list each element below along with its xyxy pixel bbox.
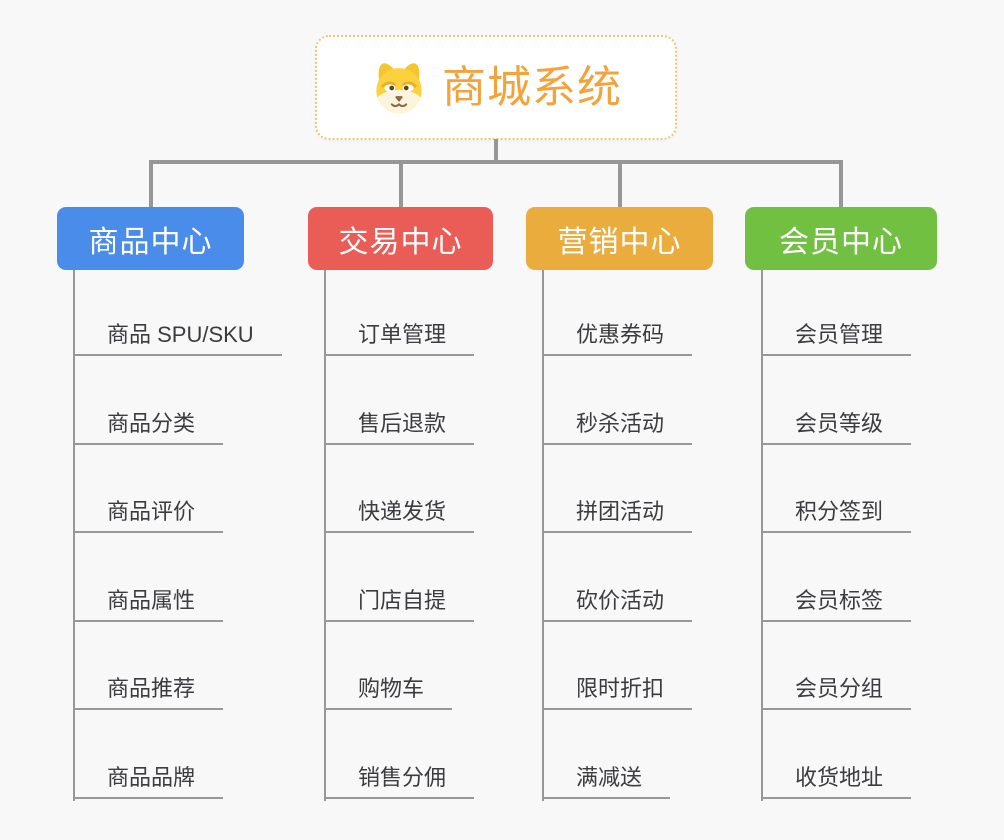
branch-item: 限时折扣	[542, 674, 693, 711]
branch-item-label[interactable]: 商品分类	[73, 409, 224, 445]
branch-column: 商品中心 商品 SPU/SKU 商品分类商品评价商品属性商品推荐商品品牌	[57, 160, 282, 807]
branch-item-label[interactable]: 订单管理	[324, 320, 475, 356]
branch-item-label[interactable]: 商品品牌	[73, 763, 224, 799]
branch-header[interactable]: 会员中心	[745, 207, 937, 270]
branch-header[interactable]: 营销中心	[526, 207, 713, 270]
branch-header[interactable]: 交易中心	[308, 207, 493, 270]
branch-item-label[interactable]: 商品 SPU/SKU	[73, 320, 282, 356]
root-title: 商城系统	[442, 62, 622, 112]
branch-item: 会员标签	[761, 586, 912, 622]
branch-item-label[interactable]: 收货地址	[761, 763, 912, 799]
branch-item-label[interactable]: 商品属性	[73, 586, 224, 622]
branch-item-label[interactable]: 购物车	[324, 674, 453, 711]
branch-item-label[interactable]: 秒杀活动	[542, 409, 693, 445]
branch-item-label[interactable]: 会员分组	[761, 674, 912, 711]
branch-item-label[interactable]: 会员等级	[761, 409, 912, 445]
branch-column: 交易中心 订单管理售后退款快递发货门店自提购物车销售分佣	[308, 160, 493, 807]
branch-item-label[interactable]: 会员管理	[761, 320, 912, 356]
branch-item-label[interactable]: 门店自提	[324, 586, 475, 622]
branch-item: 满减送	[542, 763, 671, 799]
branch-item-label[interactable]: 优惠券码	[542, 320, 693, 356]
branch-item-label[interactable]: 快递发货	[324, 497, 475, 534]
branch-item: 商品分类	[73, 409, 224, 445]
branch-item: 商品 SPU/SKU	[73, 320, 282, 356]
branch-trunk-line	[761, 270, 763, 801]
branch-item-label[interactable]: 售后退款	[324, 409, 475, 445]
branch-item: 商品评价	[73, 497, 224, 534]
branch-item: 会员管理	[761, 320, 912, 356]
branch-item: 拼团活动	[542, 497, 693, 534]
branch-trunk-line	[542, 270, 544, 801]
branch-header[interactable]: 商品中心	[57, 207, 244, 270]
branch-item-label[interactable]: 商品推荐	[73, 674, 224, 711]
branch-label: 会员中心	[779, 225, 903, 259]
branch-column: 营销中心 优惠券码秒杀活动拼团活动砍价活动限时折扣满减送	[526, 160, 713, 807]
branch-item: 砍价活动	[542, 586, 693, 622]
branch-item: 会员分组	[761, 674, 912, 711]
branch-item-label[interactable]: 砍价活动	[542, 586, 693, 622]
branch-item: 销售分佣	[324, 763, 475, 799]
root-connector-line	[494, 139, 498, 164]
branch-item: 售后退款	[324, 409, 475, 445]
branch-item-label[interactable]: 满减送	[542, 763, 671, 799]
branch-item: 优惠券码	[542, 320, 693, 356]
branch-item: 快递发货	[324, 497, 475, 534]
branch-item: 收货地址	[761, 763, 912, 799]
branch-rail-line	[149, 160, 842, 164]
root-node[interactable]: 商城系统	[315, 35, 677, 140]
branch-item: 秒杀活动	[542, 409, 693, 445]
branch-item: 商品品牌	[73, 763, 224, 799]
branch-item: 门店自提	[324, 586, 475, 622]
branch-item-label[interactable]: 销售分佣	[324, 763, 475, 799]
branch-item: 商品推荐	[73, 674, 224, 711]
branch-item: 积分签到	[761, 497, 912, 534]
branch-item-label[interactable]: 商品评价	[73, 497, 224, 534]
connector-stub	[617, 160, 622, 209]
branch-column: 会员中心 会员管理会员等级积分签到会员标签会员分组收货地址	[745, 160, 937, 807]
branch-item-label[interactable]: 积分签到	[761, 497, 912, 534]
connector-stub	[839, 160, 843, 209]
connector-stub	[148, 160, 153, 209]
branch-label: 商品中心	[88, 225, 213, 259]
branch-item-label[interactable]: 会员标签	[761, 586, 912, 622]
connector-stub	[398, 160, 403, 209]
shiba-dog-icon	[370, 59, 428, 117]
branch-item: 订单管理	[324, 320, 475, 356]
branch-trunk-line	[324, 270, 326, 801]
branch-item-label[interactable]: 限时折扣	[542, 674, 693, 711]
branch-label: 营销中心	[557, 225, 682, 259]
branch-item: 商品属性	[73, 586, 224, 622]
branch-item: 会员等级	[761, 409, 912, 445]
branch-label: 交易中心	[338, 225, 463, 259]
branch-trunk-line	[73, 270, 75, 801]
branch-item: 购物车	[324, 674, 453, 711]
branch-item-label[interactable]: 拼团活动	[542, 497, 693, 534]
